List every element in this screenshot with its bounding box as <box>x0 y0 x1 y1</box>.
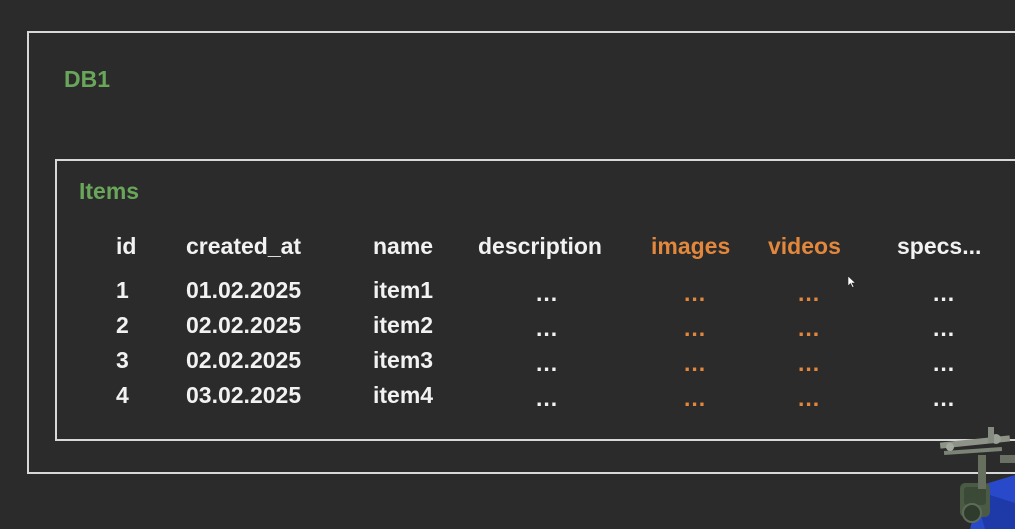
cell-images: ... <box>684 280 707 306</box>
cell-name: item4 <box>373 382 434 408</box>
cell-description: ... <box>536 315 559 341</box>
mouse-pointer-icon <box>848 276 856 288</box>
column-header-images: images <box>651 233 731 259</box>
cell-description: ... <box>536 280 559 306</box>
column-header-name: name <box>373 233 434 259</box>
cell-videos: ... <box>798 315 821 341</box>
column-header-videos: videos <box>768 233 841 259</box>
cell-images: ... <box>684 315 707 341</box>
cell-specs: ... <box>933 315 956 341</box>
cell-id: 4 <box>116 382 129 408</box>
cell-images: ... <box>684 385 707 411</box>
cell-specs: ... <box>933 280 956 306</box>
cell-id: 2 <box>116 312 129 338</box>
cell-videos: ... <box>798 385 821 411</box>
cell-name: item1 <box>373 277 434 303</box>
cell-videos: ... <box>798 350 821 376</box>
column-header-created-at: created_at <box>186 233 302 259</box>
camera-gimbal-icon <box>939 427 1015 529</box>
cell-specs: ... <box>933 350 956 376</box>
cell-images: ... <box>684 350 707 376</box>
cell-created-at: 01.02.2025 <box>186 277 302 303</box>
column-header-description: description <box>478 233 602 259</box>
table-title: Items <box>79 178 140 204</box>
column-header-id: id <box>116 233 137 259</box>
column-header-specs: specs... <box>897 233 982 259</box>
cell-name: item3 <box>373 347 434 373</box>
cell-created-at: 02.02.2025 <box>186 312 302 338</box>
cell-created-at: 03.02.2025 <box>186 382 302 408</box>
database-title: DB1 <box>64 66 111 92</box>
cell-name: item2 <box>373 312 434 338</box>
cell-description: ... <box>536 350 559 376</box>
table-container <box>55 159 1015 441</box>
database-container <box>27 31 1015 474</box>
cell-created-at: 02.02.2025 <box>186 347 302 373</box>
cell-id: 3 <box>116 347 129 373</box>
cell-description: ... <box>536 385 559 411</box>
cell-videos: ... <box>798 280 821 306</box>
cell-id: 1 <box>116 277 129 303</box>
cell-specs: ... <box>933 385 956 411</box>
